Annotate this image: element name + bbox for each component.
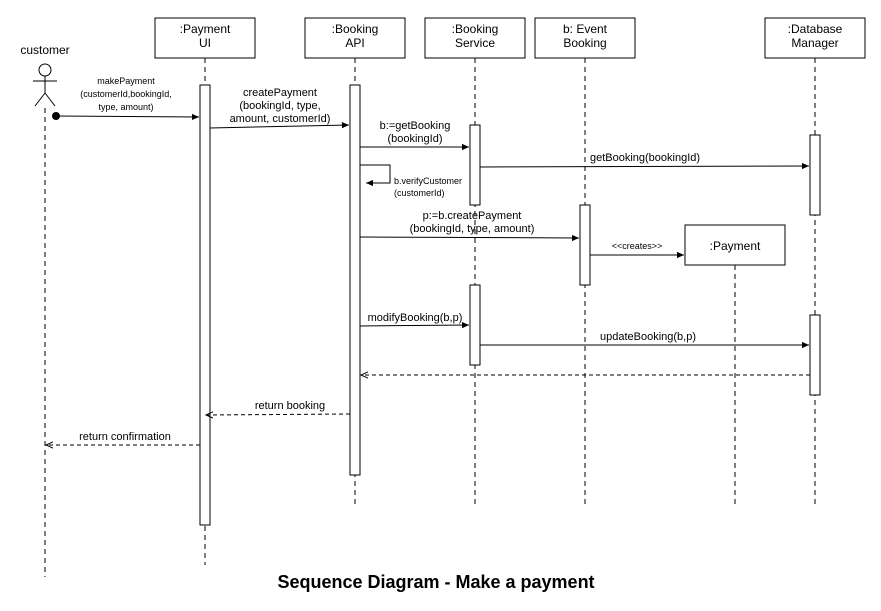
message-create-payment-line3: amount, customerId) (230, 113, 331, 125)
participant-event-booking: b: Event Booking (534, 17, 636, 59)
message-verify-customer: b.verifyCustomer (customerId) (360, 164, 462, 198)
message-return-booking: return booking (206, 400, 351, 415)
participant-payment-ui: :Payment UI (154, 17, 256, 59)
participant-payment: :Payment (684, 224, 786, 266)
message-update-booking: updateBooking(b,p) (480, 331, 809, 349)
message-return-confirmation: return confirmation (46, 431, 200, 445)
booking-service-activation-2 (469, 284, 481, 366)
message-verify-customer-line1: b.verifyCustomer (394, 176, 462, 186)
participant-booking-service-line1: :Booking (452, 22, 499, 36)
message-return-booking-line1: return booking (255, 400, 325, 412)
message-get-booking-service-line1: b:=getBooking (380, 120, 451, 132)
message-create-payment-event: p:=b.createPayment (bookingId, type, amo… (359, 210, 580, 242)
customer-actor: customer (20, 43, 70, 107)
participant-database-manager-line2: Manager (791, 36, 838, 50)
participant-booking-service-line2: Service (455, 36, 495, 50)
message-make-payment-line3: type, amount) (98, 102, 153, 112)
message-make-payment: makePayment (customerId,bookingId, type,… (52, 76, 200, 121)
message-create-payment-line2: (bookingId, type, (239, 100, 320, 112)
participant-booking-api-line1: :Booking (332, 22, 379, 36)
participant-booking-service: :Booking Service (424, 17, 526, 59)
participant-event-booking-line2: Booking (563, 36, 606, 50)
booking-service-activation-1 (469, 124, 481, 206)
event-booking-activation (579, 204, 591, 286)
message-get-booking-db: getBooking(bookingId) (479, 152, 810, 170)
message-create-payment-line1: createPayment (243, 87, 317, 99)
actor-stick-figure-icon (33, 63, 57, 107)
participant-event-booking-line1: b: Event (563, 22, 608, 36)
message-create-payment-event-line2: (bookingId, type, amount) (410, 223, 535, 235)
participant-payment-ui-line2: UI (199, 36, 211, 50)
diagram-title: Sequence Diagram - Make a payment (277, 572, 594, 592)
message-creates-line1: <<creates>> (612, 241, 663, 251)
message-make-payment-line1: makePayment (97, 76, 155, 86)
message-create-payment: createPayment (bookingId, type, amount, … (209, 87, 350, 129)
participant-booking-api-line2: API (345, 36, 364, 50)
database-manager-activation-2 (809, 314, 821, 396)
message-get-booking-service: b:=getBooking (bookingId) (360, 120, 469, 151)
booking-api-activation (349, 84, 361, 476)
participant-payment-ui-line1: :Payment (180, 22, 231, 36)
message-create-payment-event-line1: p:=b.createPayment (423, 210, 522, 222)
participant-database-manager-line1: :Database (788, 22, 843, 36)
message-creates: <<creates>> (590, 241, 684, 259)
database-manager-activation-1 (809, 134, 821, 216)
message-update-booking-line1: updateBooking(b,p) (600, 331, 696, 343)
message-verify-customer-line2: (customerId) (394, 188, 445, 198)
payment-ui-activation (199, 84, 211, 526)
message-modify-booking: modifyBooking(b,p) (359, 312, 470, 329)
message-get-booking-service-line2: (bookingId) (387, 133, 442, 145)
participant-booking-api: :Booking API (304, 17, 406, 59)
message-modify-booking-line1: modifyBooking(b,p) (368, 312, 463, 324)
message-get-booking-db-line1: getBooking(bookingId) (590, 152, 700, 164)
participant-payment-label: :Payment (710, 239, 761, 253)
customer-label: customer (20, 43, 69, 57)
message-return-confirmation-line1: return confirmation (79, 431, 171, 443)
participant-database-manager: :Database Manager (764, 17, 866, 59)
message-make-payment-line2: (customerId,bookingId, (80, 89, 172, 99)
